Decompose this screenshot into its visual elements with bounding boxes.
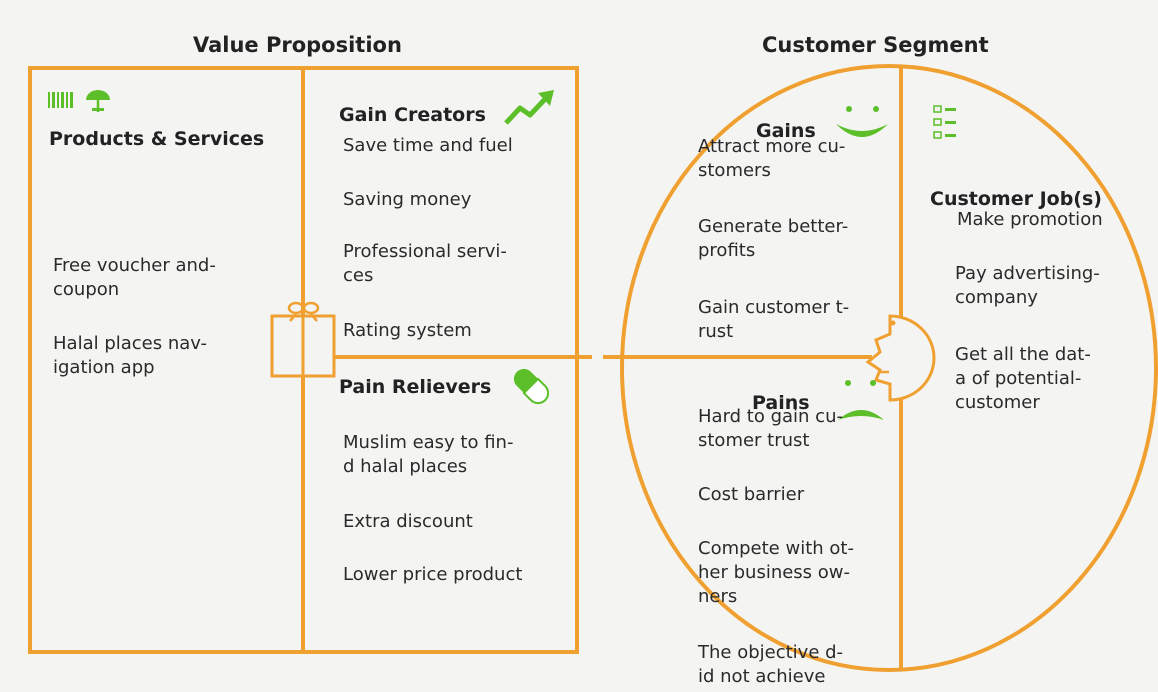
pain-relievers-item: Lower price product [343, 564, 523, 585]
customer-face-icon [865, 314, 936, 402]
pill-icon [513, 368, 550, 405]
gain-creators-item: Rating system [343, 320, 472, 341]
smile-icon [836, 106, 888, 137]
gains-item: Gain customer t- rust [698, 297, 850, 342]
customer-jobs-item: Pay advertising- company [955, 263, 1100, 308]
customer-segment-circle [620, 64, 1158, 672]
gain-creators-item: Save time and fuel [343, 135, 513, 156]
products-services-item: Halal places nav- igation app [53, 333, 207, 378]
customer-jobs-item: Make promotion [957, 209, 1103, 230]
customer-jobs-item: Get all the dat- a of potential- custome… [955, 344, 1091, 413]
gain-creators-heading: Gain Creators [339, 104, 486, 126]
pain-relievers-item: Extra discount [343, 511, 473, 532]
gain-creators-item: Professional servi- ces [343, 241, 507, 286]
customer-segment-title: Customer Segment [762, 33, 989, 57]
gift-box-icon [270, 301, 336, 378]
barcode-umbrella-icon [48, 90, 110, 112]
gain-creators-item: Saving money [343, 189, 472, 210]
trend-up-icon [504, 90, 554, 125]
pains-item: The objective d- id not achieve [698, 642, 844, 687]
pains-item: Cost barrier [698, 484, 805, 505]
gains-item: Generate better- profits [698, 216, 849, 261]
pains-item: Compete with ot- her business ow- ners [698, 538, 854, 607]
value-proposition-title: Value Proposition [193, 33, 402, 57]
pain-relievers-heading: Pain Relievers [339, 376, 492, 398]
products-services-item: Free voucher and- coupon [53, 255, 216, 300]
pains-heading: Pains [752, 392, 810, 414]
gains-heading: Gains [756, 120, 816, 142]
customer-jobs-heading: Customer Job(s) [930, 188, 1102, 210]
pain-relievers-item: Muslim easy to fin- d halal places [343, 432, 514, 477]
gains-item: Attract more cu- stomers [698, 136, 846, 181]
pains-item: Hard to gain cu- stomer trust [698, 406, 843, 451]
checklist-icon [933, 105, 956, 139]
frown-icon [838, 380, 884, 420]
products-services-heading: Products & Services [49, 128, 265, 150]
